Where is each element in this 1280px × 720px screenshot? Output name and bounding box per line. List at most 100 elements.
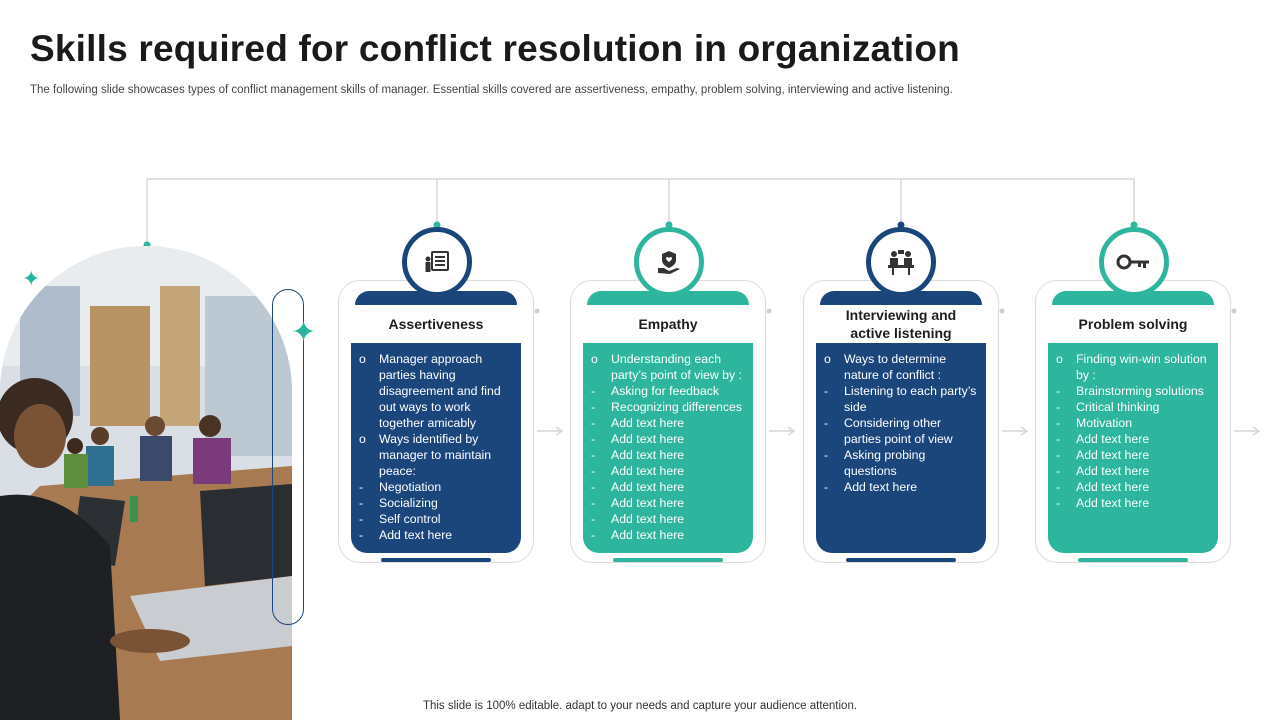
meeting-icon: [866, 227, 936, 297]
bullet-text: Finding win-win solution by :: [1076, 352, 1207, 382]
bullet-text: Ways to determine nature of conflict :: [844, 352, 947, 382]
card-list-item: -Add text here: [591, 495, 747, 511]
bullet-text: Add text here: [1076, 480, 1150, 494]
bullet-marker: -: [1056, 496, 1061, 510]
key-icon: [1099, 227, 1169, 297]
bullet-marker: -: [1056, 400, 1061, 414]
card-list-item: -Add text here: [591, 511, 747, 527]
bullet-marker: -: [1056, 384, 1061, 398]
sparkle-icon: ✦: [22, 266, 41, 291]
bullet-text: Socializing: [379, 496, 438, 510]
hand-heart-icon: [634, 227, 704, 297]
bullet-text: Motivation: [1076, 416, 1133, 430]
bullet-marker: -: [1056, 432, 1061, 446]
card-bottom-bar: [381, 558, 491, 562]
card-list-item: -Asking probing questions: [824, 447, 980, 479]
card-list-item: -Add text here: [1056, 431, 1212, 447]
bullet-marker: -: [591, 512, 596, 526]
bullet-text: Recognizing differences: [611, 400, 743, 414]
bullet-text: Asking probing questions: [844, 448, 926, 478]
bullet-text: Add text here: [844, 480, 918, 494]
card-heading: Problem solving: [1078, 316, 1188, 332]
bullet-marker: o: [591, 352, 598, 366]
bullet-marker: o: [359, 432, 366, 446]
bullet-text: Ways identified by manager to maintain p…: [379, 432, 492, 478]
card-list-item: - Negotiation: [359, 479, 515, 495]
bullet-text: Add text here: [611, 416, 685, 430]
card-bottom-bar: [1078, 558, 1188, 562]
meeting-photo: [0, 246, 292, 720]
card-list-item: - Considering other parties point of view: [824, 415, 980, 447]
sparkle-icon: ✦: [291, 316, 317, 349]
bullet-text: Listening to each party’s side: [844, 384, 977, 414]
card-list-item: -Add text here: [591, 527, 747, 543]
card-list-item: - Brainstorming solutions: [1056, 383, 1212, 399]
bullet-text: Brainstorming solutions: [1076, 384, 1204, 398]
card-heading: Empathy: [638, 316, 698, 332]
bullet-marker: -: [591, 528, 596, 542]
skill-card-empathy: Empathy o Understanding each party’s poin…: [570, 280, 766, 563]
bullet-text: Add text here: [1076, 448, 1150, 462]
bullet-text: Understanding each party’s point of view…: [611, 352, 743, 382]
bullet-text: Negotiation: [379, 480, 442, 494]
bullet-marker: -: [591, 416, 596, 430]
bullet-marker: -: [359, 480, 364, 494]
bullet-marker: -: [359, 512, 364, 526]
card-list-item: -Add text here: [359, 527, 515, 543]
card-list-item: -Listening to each party’s side: [824, 383, 980, 415]
card-list-item: o Ways identified by manager to maintain …: [359, 431, 515, 479]
card-tab: [1052, 291, 1214, 305]
card-list-item: - Critical thinking: [1056, 399, 1212, 415]
bullet-marker: o: [359, 352, 366, 366]
bullet-marker: -: [824, 416, 829, 430]
bullet-text: Add text here: [611, 432, 685, 446]
bullet-marker: -: [591, 400, 596, 414]
card-list-item: - Add text here: [1056, 495, 1212, 511]
checklist-person-icon: [402, 227, 472, 297]
bullet-text: Add text here: [611, 496, 685, 510]
card-list-item: o Ways to determine nature of conflict :: [824, 351, 980, 383]
bullet-text: Asking for feedback: [611, 384, 720, 398]
bullet-text: Critical thinking: [1076, 400, 1160, 414]
card-tab: [355, 291, 517, 305]
card-bottom-bar: [846, 558, 956, 562]
card-list-item: - Recognizing differences: [591, 399, 747, 415]
slide-subtitle: The following slide showcases types of c…: [30, 84, 953, 96]
bullet-text: Considering other parties point of view: [844, 416, 953, 446]
bullet-marker: -: [1056, 416, 1061, 430]
bullet-marker: -: [591, 464, 596, 478]
bullet-text: Add text here: [1076, 496, 1150, 510]
bullet-marker: o: [824, 352, 831, 366]
bullet-marker: -: [359, 528, 364, 542]
card-list-item: - Add text here: [591, 415, 747, 431]
bullet-marker: -: [591, 384, 596, 398]
card-list-item: -Add text here: [591, 447, 747, 463]
card-body: o Understanding each party’s point of vie…: [583, 343, 753, 553]
bullet-marker: -: [591, 448, 596, 462]
photo-accent-outline: [272, 289, 304, 625]
bullet-text: Add text here: [611, 464, 685, 478]
bullet-marker: -: [359, 496, 364, 510]
bullet-marker: -: [591, 480, 596, 494]
card-list-item: o Understanding each party’s point of vie…: [591, 351, 747, 383]
bullet-marker: -: [1056, 480, 1061, 494]
card-list-item: -Add text here: [591, 431, 747, 447]
bullet-marker: -: [1056, 464, 1061, 478]
card-bottom-bar: [613, 558, 723, 562]
bullet-text: Add text here: [1076, 464, 1150, 478]
bullet-marker: -: [824, 480, 829, 494]
card-list-item: - Socializing: [359, 495, 515, 511]
card-list-item: -Add text here: [1056, 447, 1212, 463]
slide-title: Skills required for conflict resolution …: [30, 28, 960, 69]
card-list-item: -Add text here: [591, 479, 747, 495]
card-list-item: - Asking for feedback: [591, 383, 747, 399]
card-list: o Understanding each party’s point of vie…: [591, 351, 747, 543]
